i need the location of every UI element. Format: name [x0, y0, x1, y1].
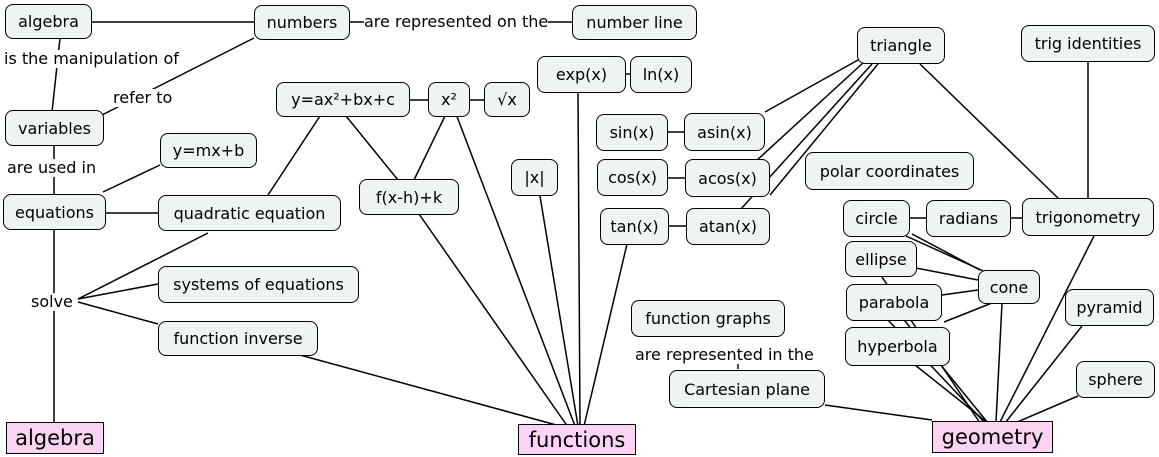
node-asin-x: asin(x) [684, 113, 765, 151]
node-sin-x: sin(x) [596, 114, 668, 151]
node-circle: circle [843, 200, 910, 237]
node-variables: variables [5, 110, 104, 146]
node-cos-x: cos(x) [597, 159, 668, 196]
node-f-shift: f(x-h)+k [359, 179, 459, 215]
node-equations: equations [3, 194, 106, 230]
node-radians: radians [926, 200, 1011, 237]
link-label-represented-on: are represented on the [364, 12, 549, 31]
link-label-represented-in: are represented in the [635, 345, 814, 364]
root-geometry: geometry [932, 421, 1053, 453]
node-y-quadratic: y=ax²+bx+c [276, 82, 410, 117]
node-number-line: number line [572, 5, 697, 40]
node-quadratic-equation: quadratic equation [158, 195, 341, 231]
node-pyramid: pyramid [1065, 289, 1154, 326]
node-hyperbola: hyperbola [845, 327, 950, 366]
node-y-mx-b: y=mx+b [160, 133, 257, 168]
node-ln-x: ln(x) [630, 56, 692, 93]
node-ellipse: ellipse [845, 241, 917, 277]
node-cartesian-plane: Cartesian plane [669, 370, 825, 408]
link-label-manipulation: is the manipulation of [4, 49, 179, 68]
node-numbers: numbers [254, 5, 350, 40]
node-trigonometry: trigonometry [1022, 198, 1154, 236]
node-sphere: sphere [1076, 361, 1155, 398]
link-label-solve: solve [31, 292, 73, 311]
node-parabola: parabola [846, 284, 942, 321]
node-abs-x: |x| [511, 159, 558, 196]
node-exp-x: exp(x) [537, 56, 626, 93]
link-label-used-in: are used in [7, 158, 97, 177]
node-algebra: algebra [5, 4, 92, 39]
node-tan-x: tan(x) [600, 208, 669, 245]
node-sqrt-x: √x [484, 82, 530, 117]
node-x-squared: x² [428, 82, 470, 117]
node-atan-x: atan(x) [686, 208, 770, 245]
root-algebra: algebra [6, 422, 104, 454]
node-polar-coordinates: polar coordinates [805, 152, 974, 190]
node-function-graphs: function graphs [631, 300, 785, 337]
root-functions: functions [518, 424, 636, 455]
node-systems-of-equations: systems of equations [158, 266, 359, 303]
node-acos-x: acos(x) [685, 159, 770, 197]
node-cone: cone [978, 270, 1040, 304]
node-trig-identities: trig identities [1021, 25, 1155, 62]
node-triangle: triangle [857, 27, 945, 64]
link-label-refer-to: refer to [113, 88, 173, 107]
node-function-inverse: function inverse [158, 321, 318, 356]
